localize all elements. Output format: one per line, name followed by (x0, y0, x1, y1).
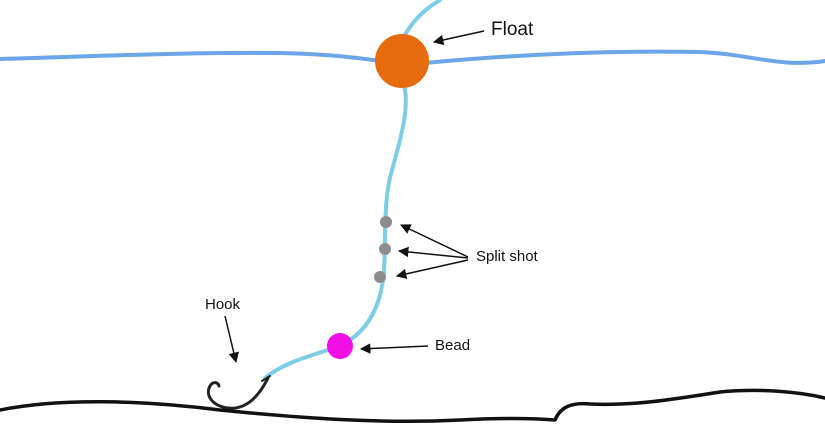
float-icon (375, 34, 429, 88)
hook-label: Hook (205, 296, 241, 313)
bead-icon (327, 333, 353, 359)
hook-arrow (224, 315, 239, 364)
split-shot-icon (379, 243, 391, 255)
split-shot-arrow-middle (397, 246, 469, 259)
fishing-line-upper (400, 0, 442, 42)
split-shot-icon (374, 271, 386, 283)
hook-icon (206, 376, 270, 410)
bead-label: Bead (435, 337, 471, 354)
float-arrow (432, 30, 485, 46)
fishing-line (263, 82, 408, 380)
float-label: Float (491, 19, 534, 40)
water-surface-line (0, 49, 825, 65)
split-shot-arrow-bottom (395, 259, 469, 280)
bead-arrow (359, 343, 429, 354)
split-shot-arrow-top (400, 224, 469, 258)
hook-eye-icon (261, 375, 271, 382)
split-shot-label: Split shot (476, 248, 538, 265)
river-bed-line (0, 388, 825, 423)
split-shot-icon (380, 216, 392, 228)
